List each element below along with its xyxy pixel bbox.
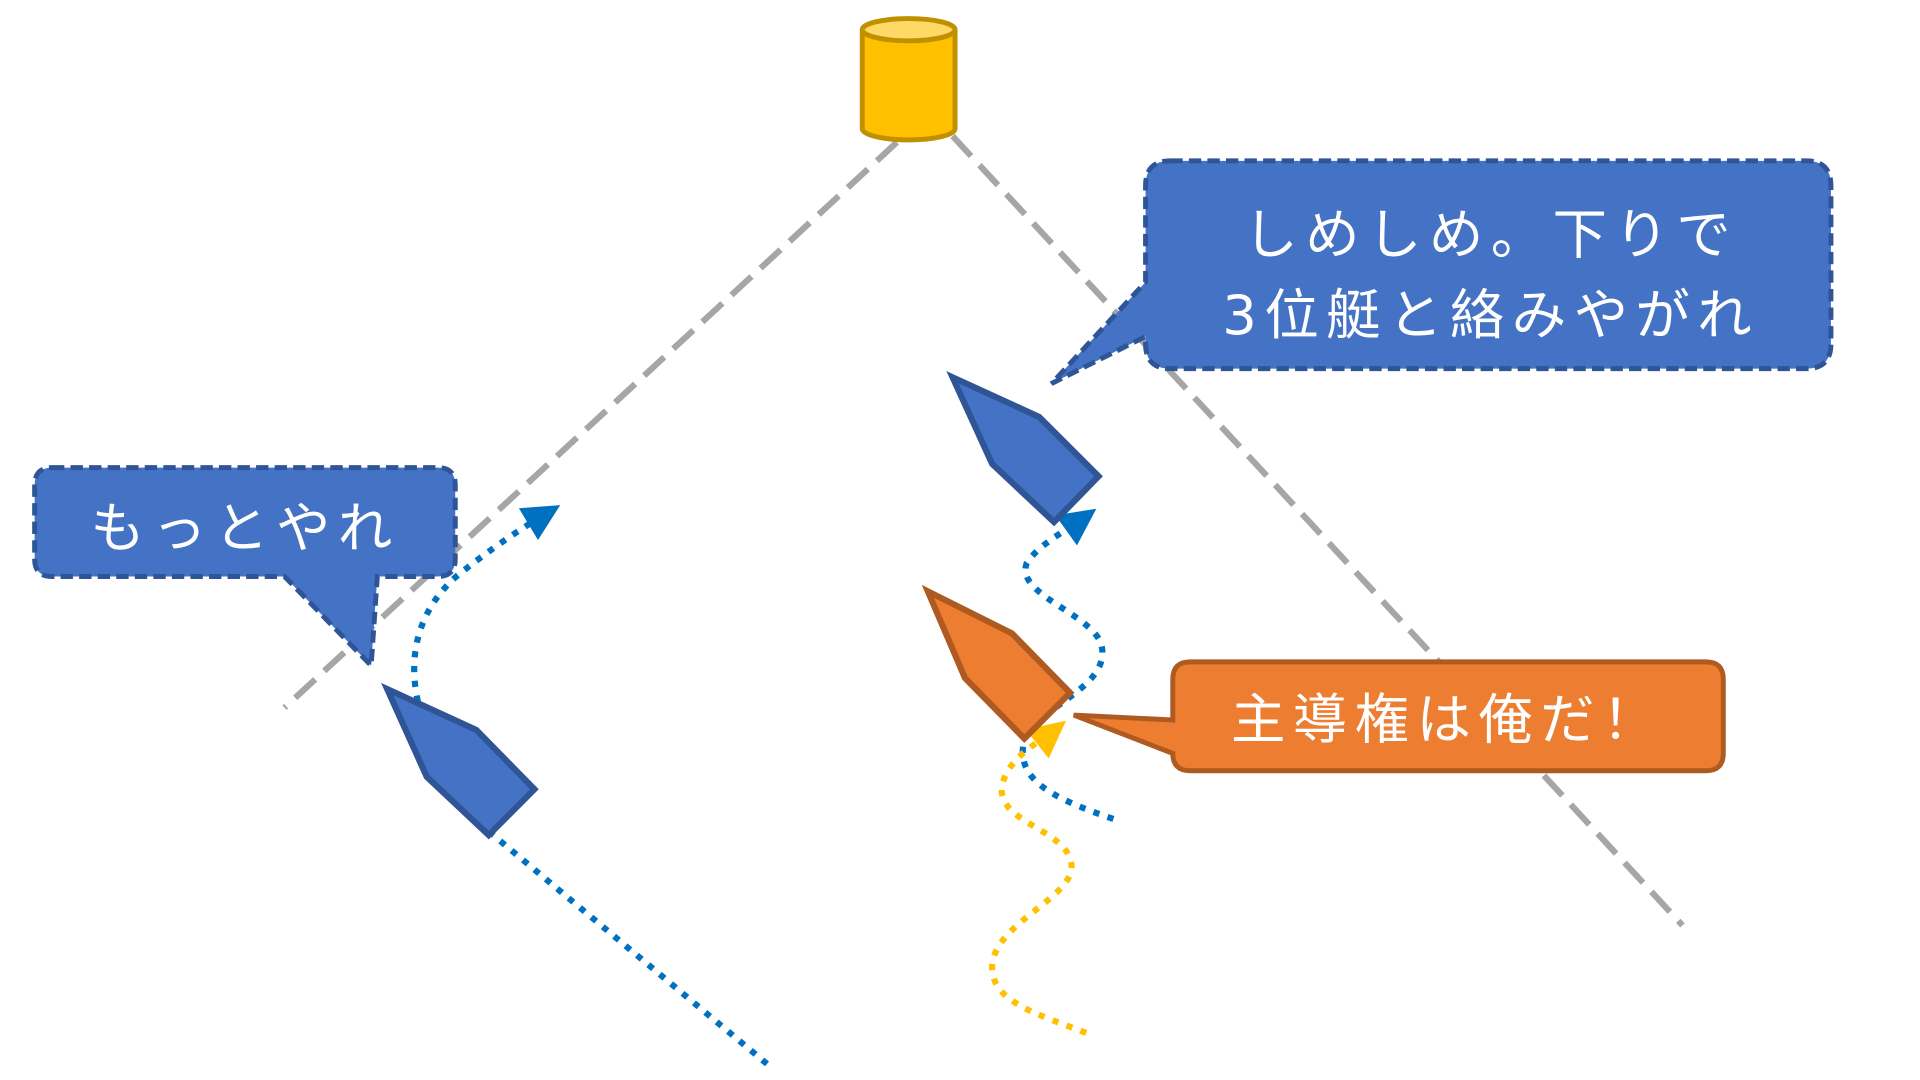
right-blue-boat-track [1019,508,1115,822]
callout-orange-text: 主導権は俺だ！ [1231,688,1664,752]
orange-boat-track [989,720,1088,1036]
callout-left: もっとやれ [32,465,458,672]
blue-boat-right [946,371,1103,527]
callout-orange: 主導権は俺だ！ [1072,659,1726,774]
right-layline [950,133,1685,928]
callout-right-line2: 3位艇と絡みやがれ [1222,283,1759,347]
blue-boat-left [381,682,539,840]
orange-boat [921,584,1075,743]
callout-right: しめしめ。下りで 3位艇と絡みやがれ [1049,158,1834,386]
mark-buoy-icon [859,16,958,143]
left-layline [282,139,900,710]
callout-right-line1: しめしめ。下りで [1243,203,1738,267]
callout-left-text: もっとやれ [90,496,399,560]
left-boat-track [411,515,769,1067]
